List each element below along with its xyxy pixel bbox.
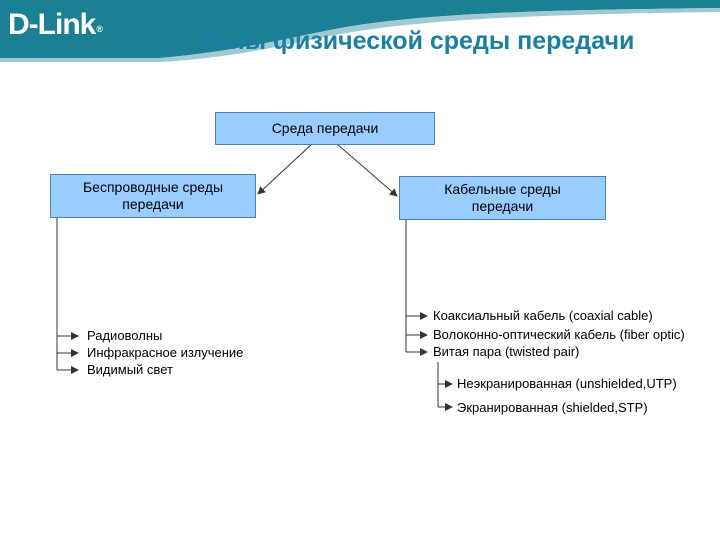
cable-node-label-line1: Кабельные среды: [444, 181, 561, 197]
twisted-sub-utp: Неэкранированная (unshielded,UTP): [457, 376, 677, 391]
root-node-box: Среда передачи: [215, 112, 435, 145]
logo-text: D-Link: [8, 8, 96, 41]
wireless-item-visible-light: Видимый свет: [87, 362, 173, 377]
slide-title: Типы физической среды передачи: [200, 27, 635, 55]
cable-node-label-line2: передачи: [471, 198, 534, 214]
wireless-item-infrared: Инфракрасное излучение: [87, 345, 244, 360]
twisted-sub-stp: Экранированная (shielded,STP): [457, 400, 648, 415]
root-node-label: Среда передачи: [271, 120, 379, 136]
registered-mark: ®: [96, 24, 103, 34]
arrow-root-to-cable: [336, 143, 398, 197]
d-link-logo: D-Link®: [8, 8, 103, 42]
cable-item-coaxial: Коаксиальный кабель (coaxial cable): [433, 308, 653, 323]
cable-item-twisted-pair: Витая пара (twisted pair): [433, 344, 580, 359]
cable-item-fiber: Волоконно-оптический кабель (fiber optic…: [433, 327, 685, 342]
wireless-node-box: Беспроводные среды передачи: [50, 174, 256, 218]
cable-node-box: Кабельные среды передачи: [399, 176, 606, 220]
wireless-node-label-line1: Беспроводные среды: [82, 179, 224, 195]
wireless-node-label-line2: передачи: [122, 196, 184, 212]
arrow-root-to-wireless: [257, 143, 313, 195]
wireless-item-radio: Радиоволны: [87, 328, 163, 343]
header-band: [0, 0, 720, 62]
